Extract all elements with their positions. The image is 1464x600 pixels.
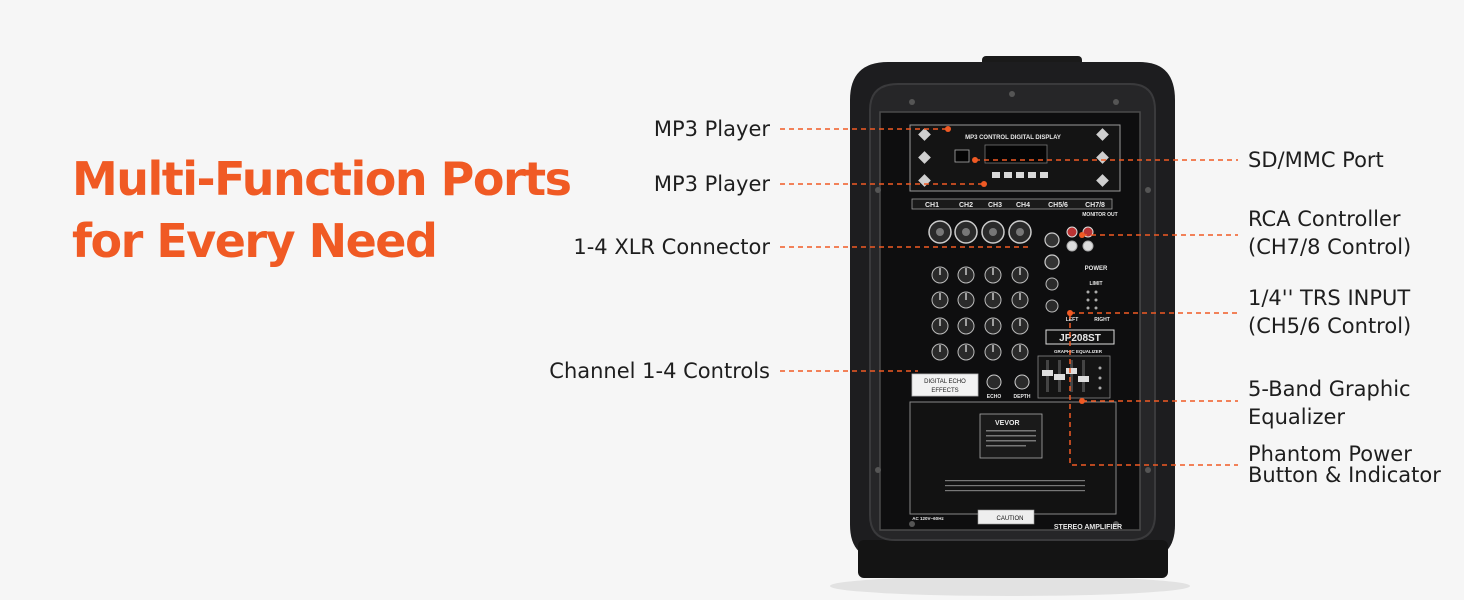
caution-label: [977, 509, 1035, 525]
left-label: LEFT: [1066, 317, 1079, 323]
power-leds: [1086, 290, 1098, 310]
callout-graphic-eq: 5-Band Graphic Equalizer: [1248, 375, 1411, 431]
mp3-buttons: [992, 172, 1048, 178]
graphic-eq-panel: [1037, 355, 1111, 399]
callout-mp3-player-2: MP3 Player: [653, 172, 770, 196]
callout-graphic-eq-line-1: 5-Band Graphic: [1248, 377, 1411, 401]
channel-headers: CH1 CH2 CH3 CH4 CH5/6 CH7/8: [911, 198, 1113, 210]
graphic-eq-label: GRAPHIC EQUALIZER: [1054, 349, 1103, 354]
model-badge: [1045, 329, 1115, 345]
ch56-knob: [1045, 277, 1059, 291]
callout-channel-controls: Channel 1-4 Controls: [549, 359, 770, 383]
callout-leader-lines: [780, 128, 1238, 466]
rim-screws: [875, 91, 1151, 527]
limit-label: LIMIT: [1089, 281, 1102, 287]
model-name: JP208ST: [1059, 333, 1101, 344]
callout-xlr-connector: 1-4 XLR Connector: [573, 235, 770, 259]
monitor-out-label: MONITOR OUT: [1082, 212, 1117, 218]
channel-label-1: CH1: [925, 202, 939, 209]
depth-label: DEPTH: [1014, 394, 1031, 400]
callout-trs-input-line-2: (CH5/6 Control): [1248, 314, 1412, 338]
callout-rca-controller: RCA Controller (CH7/8 Control): [1248, 205, 1411, 261]
echo-effects-badge: [911, 373, 979, 397]
eq-sliders: [1042, 360, 1102, 392]
channel-label-7-8: CH7/8: [1085, 202, 1105, 209]
headline-line-1: Multi-Function Ports: [72, 152, 572, 206]
mp3-title: MP3 CONTROL DIGITAL DISPLAY: [965, 135, 1061, 141]
ch56-knob: [1045, 299, 1059, 313]
channel-label-3: CH3: [988, 202, 1002, 209]
callout-rca-controller-line-1: RCA Controller: [1248, 207, 1401, 231]
power-label: POWER: [1085, 266, 1108, 272]
floor-shadow: [830, 576, 1190, 596]
echo-label: ECHO: [987, 394, 1002, 400]
ac-rating-label: AC 120V~60Hz: [912, 516, 944, 521]
caution-text: CAUTION: [997, 516, 1024, 522]
speaker-base: [858, 540, 1168, 578]
channel-label-2: CH2: [959, 202, 973, 209]
callout-graphic-eq-line-2: Equalizer: [1248, 405, 1346, 429]
channel-knobs: [931, 266, 1059, 361]
echo-effects-line-2: EFFECTS: [931, 388, 958, 394]
trs-and-rca-jacks: [1044, 226, 1094, 270]
callout-rca-controller-line-2: (CH7/8 Control): [1248, 235, 1412, 259]
echo-effects-line-1: DIGITAL ECHO: [924, 379, 966, 385]
mp3-display: [984, 144, 1048, 164]
leader-phantom-power: [1069, 314, 1238, 466]
channel-label-4: CH4: [1016, 202, 1030, 209]
depth-knob: [1014, 374, 1030, 390]
brand-name: VEVOR: [995, 420, 1020, 427]
callout-phantom-power-line-1: Phantom Power: [1248, 442, 1412, 466]
headline-line-2: for Every Need: [72, 214, 438, 268]
channel-label-5-6: CH5/6: [1048, 202, 1068, 209]
callout-sd-mmc-port: SD/MMC Port: [1248, 148, 1384, 172]
callout-anchor-dots: [945, 126, 1085, 404]
callout-trs-input: 1/4'' TRS INPUT (CH5/6 Control): [1248, 284, 1411, 340]
callout-trs-input-line-1: 1/4'' TRS INPUT: [1248, 286, 1411, 310]
xlr-connectors: [928, 220, 1032, 244]
headline: Multi-Function Ports for Every Need: [72, 148, 572, 272]
echo-knob: [986, 374, 1002, 390]
callout-phantom-power: Phantom Power Button & Indicator: [1248, 444, 1441, 486]
rating-lines: [945, 430, 1085, 492]
usb-slot: [954, 149, 970, 163]
right-label: RIGHT: [1094, 317, 1110, 323]
callout-mp3-player-1: MP3 Player: [653, 117, 770, 141]
callout-phantom-power-line-2: Button & Indicator: [1248, 463, 1441, 487]
stereo-amplifier-label: STEREO AMPLIFIER: [1054, 524, 1122, 531]
